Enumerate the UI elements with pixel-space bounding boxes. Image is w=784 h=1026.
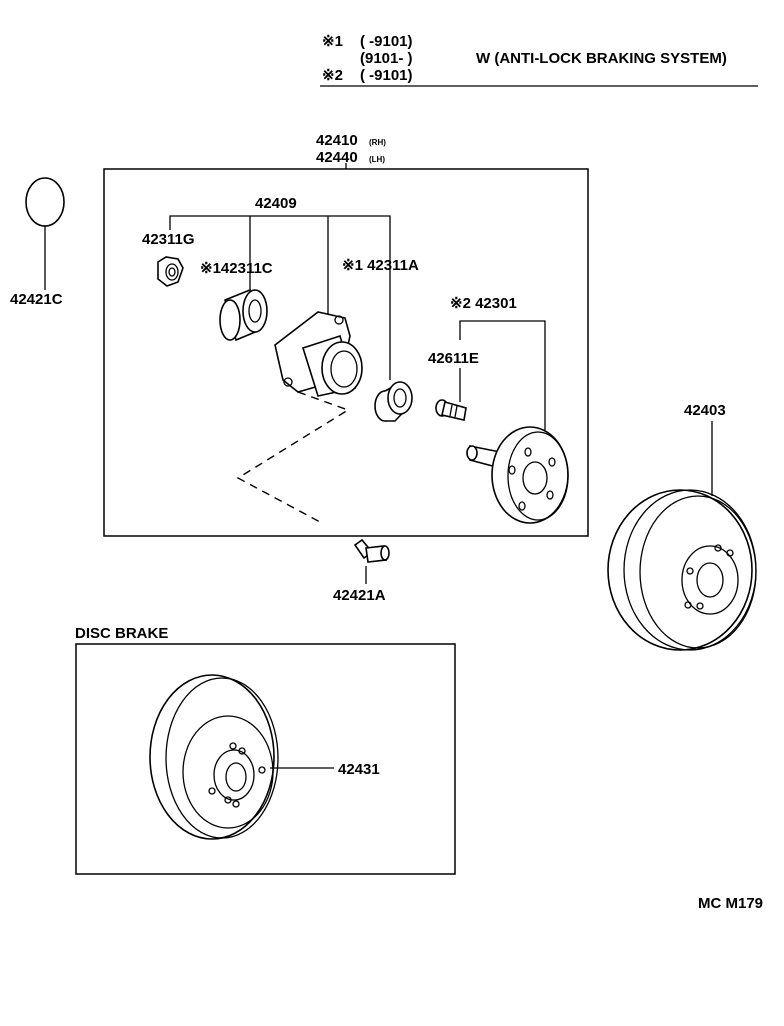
label-42440: 42440 xyxy=(316,149,358,166)
label-42440-lh: (LH) xyxy=(369,155,385,164)
o-ring-part xyxy=(25,177,65,227)
axle-hub-part xyxy=(274,311,363,397)
label-42421C: 42421C xyxy=(10,291,63,308)
disc-brake-title: DISC BRAKE xyxy=(75,625,168,642)
note-1-range: ( -9101) xyxy=(360,33,413,50)
bracket-42409 xyxy=(169,215,391,380)
label-42311A: ※1 42311A xyxy=(342,257,419,274)
label-42611E: 42611E xyxy=(428,350,479,367)
note-1b-text: W (ANTI-LOCK BRAKING SYSTEM) xyxy=(476,50,727,67)
disc-rotor-part xyxy=(149,674,279,840)
lock-nut-part xyxy=(157,256,184,287)
drawing-code: MC M179 xyxy=(698,895,763,912)
label-42410: 42410 xyxy=(316,132,358,149)
phantom-outline xyxy=(236,391,350,523)
label-42409: 42409 xyxy=(255,195,297,212)
label-42431: 42431 xyxy=(338,761,380,778)
note-2-mark: ※2 xyxy=(322,67,343,84)
hub-bolt-part xyxy=(435,399,467,421)
bracket-42301 xyxy=(459,320,546,440)
label-42301: ※2 42301 xyxy=(450,295,517,312)
label-42403: 42403 xyxy=(684,402,726,419)
note-1-mark: ※1 xyxy=(322,33,343,50)
hub-assembly-box xyxy=(103,168,589,537)
disc-brake-box xyxy=(75,643,456,875)
label-42311G: 42311G xyxy=(142,231,195,248)
note-1b-range: (9101- ) xyxy=(360,50,413,67)
brake-drum-part xyxy=(607,489,757,651)
hub-flange-part xyxy=(466,426,569,524)
label-42311C: ※142311C xyxy=(200,260,273,277)
applicability-notes: ※1 ( -9101) (9101- ) W (ANTI-LOCK BRAKIN… xyxy=(320,33,758,87)
outer-bearing-part xyxy=(374,381,413,422)
inner-bearing-part xyxy=(219,288,268,342)
note-2-range: ( -9101) xyxy=(360,67,413,84)
label-42410-rh: (RH) xyxy=(369,138,386,147)
stud-bolt-part xyxy=(353,538,390,563)
label-42421A: 42421A xyxy=(333,587,386,604)
